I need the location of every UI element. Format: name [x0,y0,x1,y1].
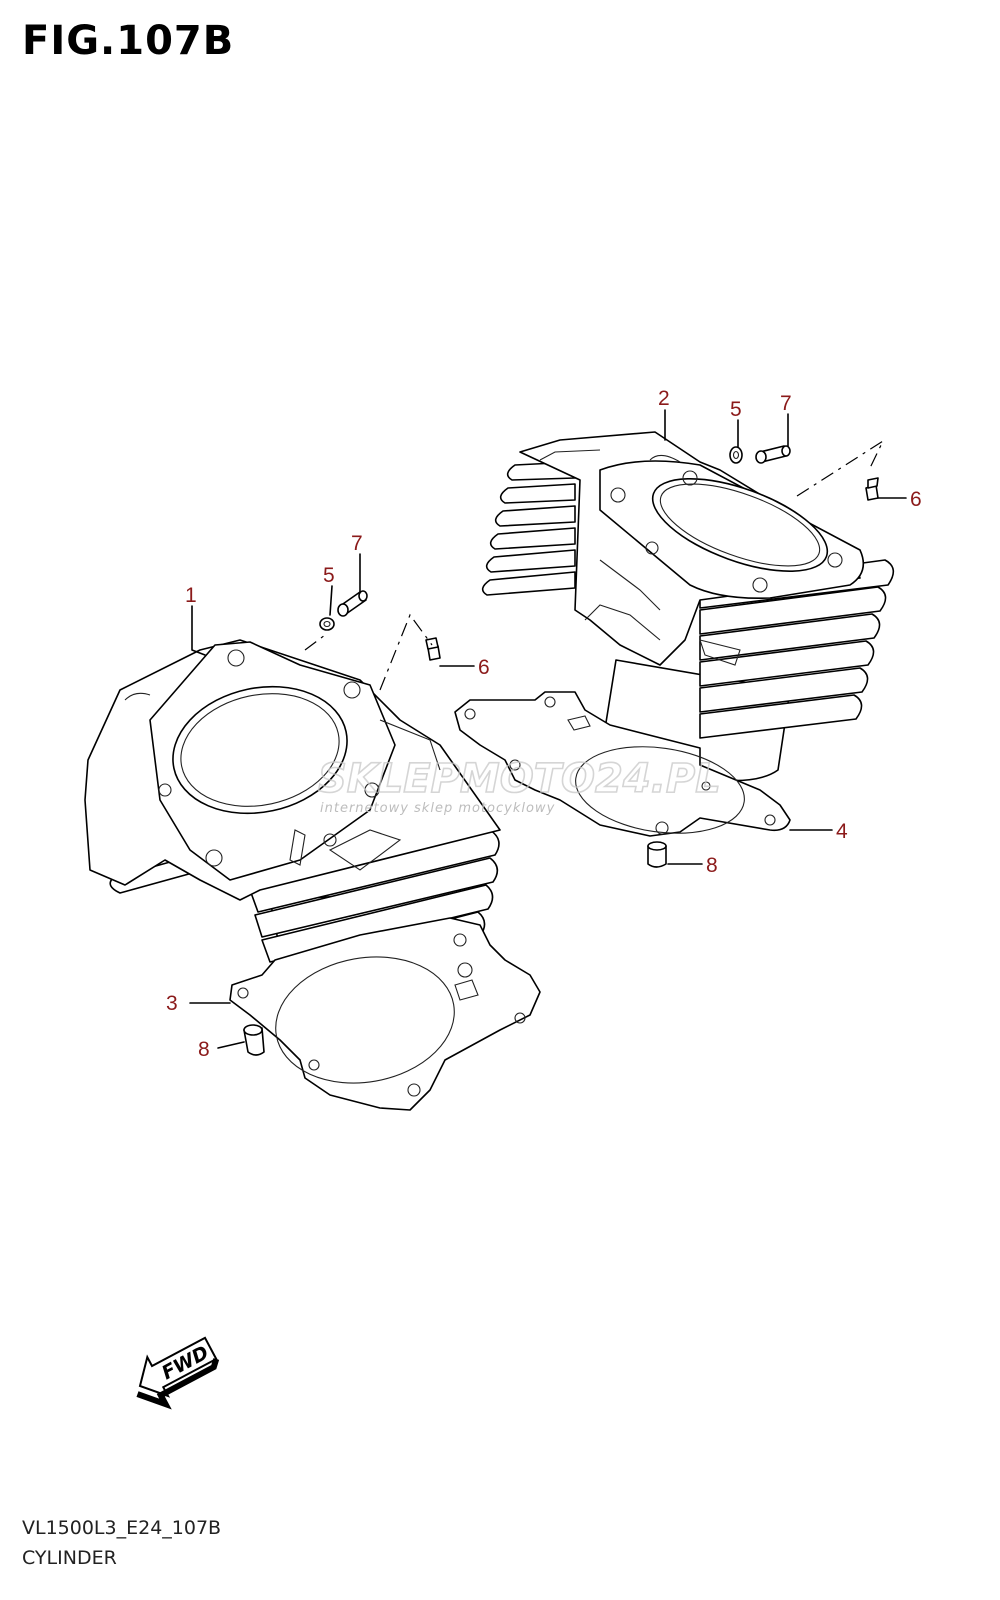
callout-5-rear: 5 [730,398,742,421]
fwd-arrow-icon: FWD [136,1336,220,1410]
front-washer [319,617,335,631]
model-code-label: VL1500L3_E24_107B [22,1517,222,1539]
callout-8-front: 8 [198,1038,210,1061]
callout-6-front: 6 [478,656,490,679]
rear-dowel-pin [647,841,667,868]
rear-assembly-centerline [796,439,885,497]
callout-5-front: 5 [323,564,335,587]
callout-7-rear: 7 [780,392,792,415]
callout-numbers: 1 2 3 4 5 5 6 6 7 7 8 8 [166,387,922,1061]
callout-7-front: 7 [351,532,363,555]
front-union-fitting [425,637,441,661]
callout-2: 2 [658,387,670,410]
callout-8-rear: 8 [706,854,718,877]
front-cylinder-base-gasket [229,917,541,1111]
callout-1: 1 [185,584,197,607]
rear-cylinder [481,431,895,782]
watermark-sub-text: internetowy sklep motocyklowy [320,801,555,816]
rear-union-fitting [865,477,879,501]
rear-washer [729,446,743,464]
rear-cylinder-base-gasket [454,691,791,837]
callout-6-rear: 6 [910,488,922,511]
rear-stud-bolt [755,445,791,464]
watermark-main-text: SKLEPMOTO24.PL [318,756,721,802]
front-assembly-centerline [304,613,433,691]
watermark: SKLEPMOTO24.PL internetowy sklep motocyk… [317,755,721,816]
figure-title: FIG.107B [22,18,235,64]
callout-leaders [189,409,907,1049]
front-stud-bolt [337,590,368,617]
section-name-label: CYLINDER [22,1547,117,1569]
callout-4: 4 [836,820,848,843]
callout-3: 3 [166,992,178,1015]
front-dowel-pin [243,1024,265,1056]
